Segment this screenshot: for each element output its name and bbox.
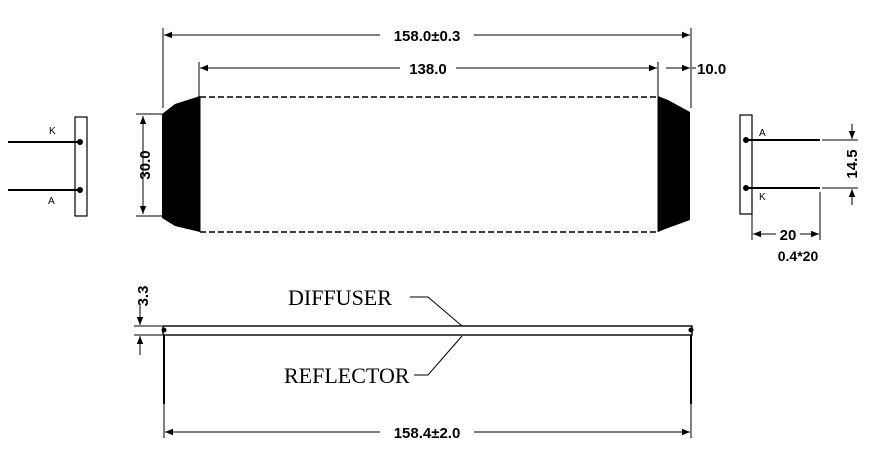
dim-total-length: 158.4±2.0: [163, 404, 692, 442]
left-end-cap: [162, 96, 200, 232]
left-connector-board: [74, 116, 88, 217]
wire-spec-label: 0.4*20: [778, 248, 819, 264]
dim-overall-length: 158.0±0.3: [162, 28, 692, 108]
right-pin-bottom-label: K: [759, 192, 766, 203]
overall-length-label: 158.0±0.3: [394, 28, 461, 45]
left-pin-top-label: K: [49, 126, 56, 137]
left-pin-bottom-dot: [77, 187, 83, 193]
dim-lamp-length: 138.0: [198, 61, 659, 97]
right-end-cap: [658, 96, 690, 232]
lead-length-label: 20: [780, 227, 797, 244]
left-pin-detail: K A: [8, 116, 88, 217]
right-connector-board: [739, 114, 753, 215]
right-pin-top-dot: [743, 137, 749, 143]
dim-end-cap: 10.0: [666, 61, 726, 78]
side-left-terminal: [161, 327, 167, 333]
dim-pin-spacing: 14.5: [822, 124, 861, 205]
dim-thickness: 3.3: [134, 286, 162, 355]
right-pin-detail: A K: [739, 114, 820, 215]
height-label: 30.0: [137, 150, 154, 179]
side-right-terminal: [688, 327, 694, 333]
side-view-body: [162, 325, 693, 336]
thickness-label: 3.3: [135, 286, 152, 307]
lamp-length-label: 138.0: [409, 61, 447, 78]
reflector-label: REFLECTOR: [284, 363, 410, 388]
diffuser-callout: DIFFUSER: [288, 285, 463, 327]
side-view: [161, 325, 694, 404]
left-pin-top-dot: [77, 139, 83, 145]
end-cap-label: 10.0: [697, 61, 726, 78]
left-pin-bottom-label: A: [48, 196, 55, 207]
total-length-label: 158.4±2.0: [394, 425, 461, 442]
dim-height: 30.0: [136, 113, 162, 217]
dim-lead-length: 20 0.4*20: [751, 192, 821, 264]
right-pin-top-label: A: [759, 128, 766, 139]
reflector-callout: REFLECTOR: [284, 335, 463, 388]
diffuser-label: DIFFUSER: [288, 285, 392, 310]
right-pin-bottom-dot: [743, 185, 749, 191]
lamp-top-view: [162, 96, 690, 233]
pin-spacing-label: 14.5: [844, 149, 861, 178]
